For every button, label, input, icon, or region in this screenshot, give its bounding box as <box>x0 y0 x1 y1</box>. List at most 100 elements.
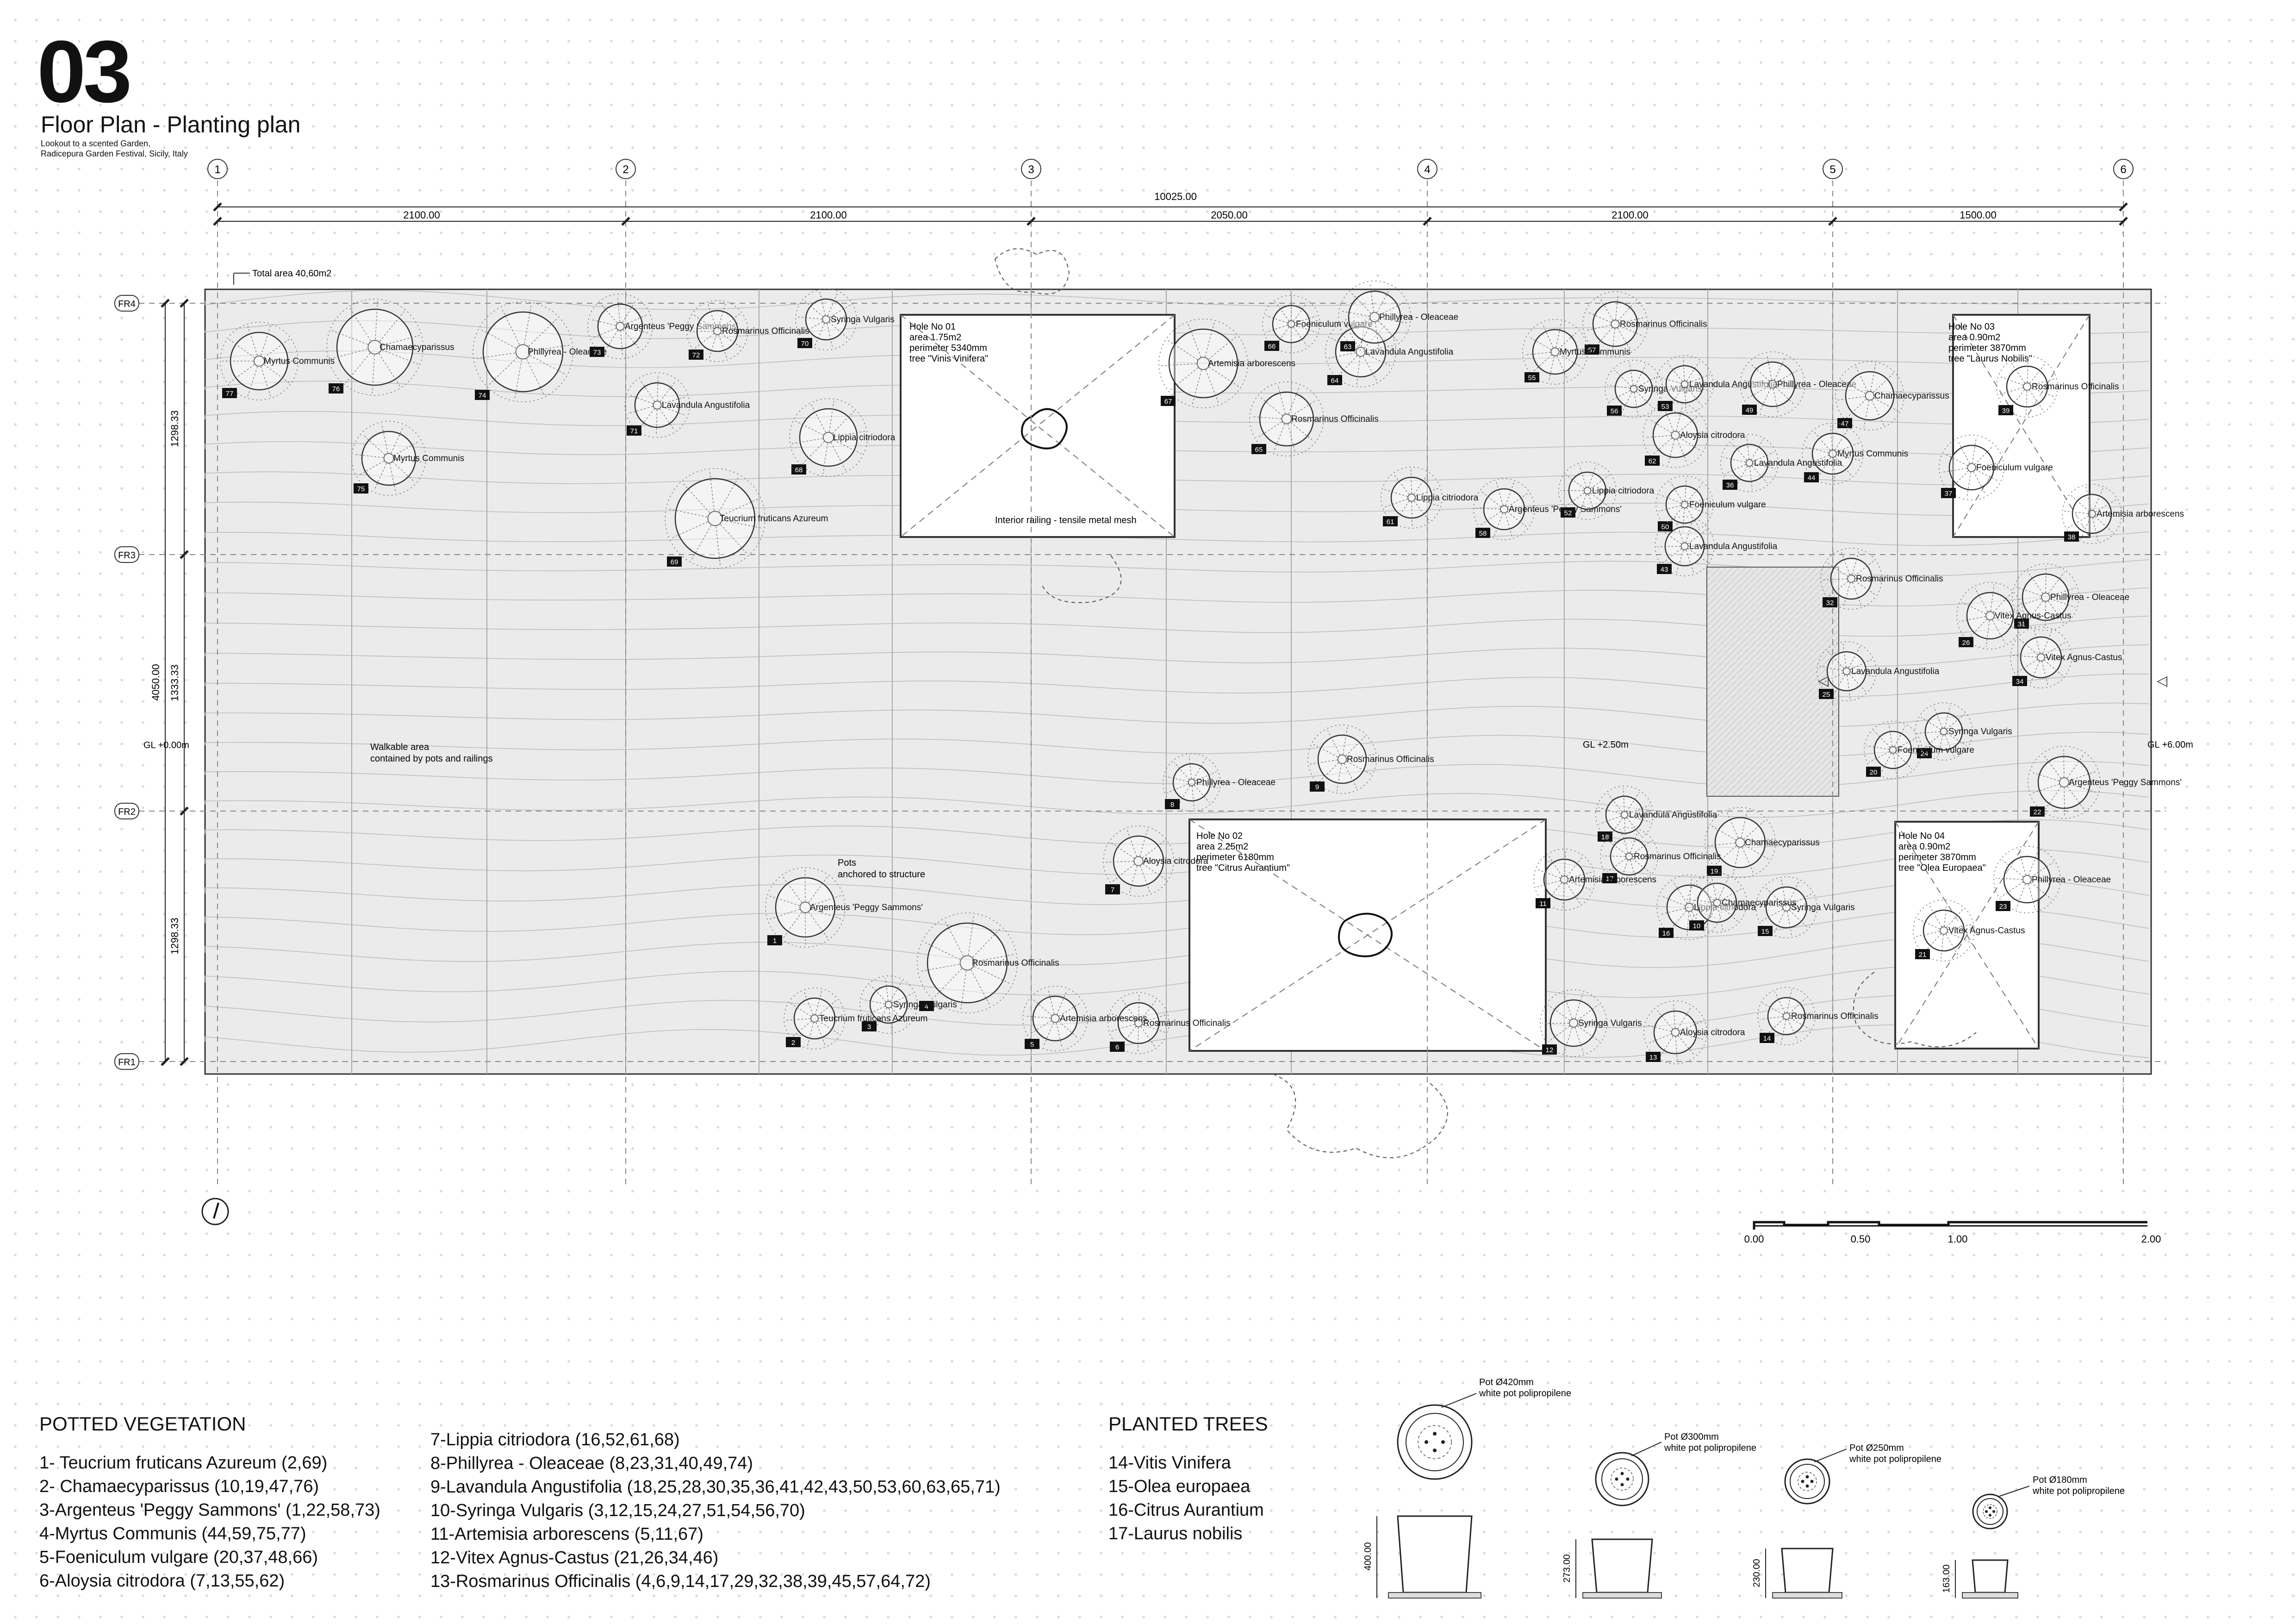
legend-item: 7-Lippia citriodora (16,52,61,68) <box>430 1430 680 1449</box>
plant-number: 49 <box>1746 406 1754 414</box>
plant-number: 6 <box>1115 1043 1119 1051</box>
potted-plant-18: 18 Lavandula Angustifolia <box>1595 786 1717 844</box>
potted-legend-col2: 7-Lippia citriodora (16,52,61,68) 8-Phil… <box>430 1428 1001 1593</box>
svg-text:Pot Ø300mm: Pot Ø300mm <box>1664 1432 1719 1442</box>
plant-number: 18 <box>1601 833 1609 841</box>
legend-item: 1- Teucrium fruticans Azureum (2,69) <box>39 1453 328 1473</box>
plant-number: 50 <box>1661 523 1669 531</box>
dim-2: 2100.00 <box>810 209 847 221</box>
plant-label: Teucrium fruticans Azureum <box>720 514 828 524</box>
sheet-title: Floor Plan - Planting plan <box>41 112 301 137</box>
plant-label: Foeniculum vulgare <box>1689 500 1766 510</box>
plant-label: Syringa Vulgaris <box>1948 727 2012 737</box>
plant-label: Artemisia arborescens <box>2097 509 2184 519</box>
row-fr3-marker: FR3 <box>114 546 139 563</box>
plant-number: 26 <box>1962 639 1970 647</box>
svg-text:perimeter 5340mm: perimeter 5340mm <box>909 343 987 353</box>
row-fr1-marker: FR1 <box>114 1053 139 1070</box>
plant-label: Syringa Vulgaris <box>893 1000 957 1010</box>
plant-label: Aloysia citrodora <box>1143 856 1208 866</box>
plant-number: 71 <box>630 427 638 435</box>
dim-total: 10025.00 <box>1154 191 1197 202</box>
legend-item: 10-Syringa Vulgaris (3,12,15,24,27,51,54… <box>430 1501 805 1520</box>
legend-item: 14-Vitis Vinifera <box>1108 1453 1231 1473</box>
hole-02 <box>1188 818 1547 1052</box>
potted-plant-16: 16Lippia citriodora <box>1656 874 1756 940</box>
plant-number: 9 <box>1315 783 1319 791</box>
svg-text:0.50: 0.50 <box>1851 1233 1871 1245</box>
plant-label: Rosmarinus Officinalis <box>722 326 809 336</box>
plant-label: Myrtus Communis <box>1837 449 1908 459</box>
walkable-label-2: contained by pots and railings <box>370 754 493 764</box>
svg-text:163.00: 163.00 <box>1941 1564 1952 1593</box>
plant-number: 8 <box>1170 801 1174 809</box>
plant-label: Lavandula Angustifolia <box>1629 810 1717 820</box>
plant-number: 65 <box>1255 446 1263 454</box>
plant-number: 44 <box>1808 474 1816 482</box>
plant-label: Syringa Vulgaris <box>831 315 895 325</box>
column-2-marker: 2 <box>616 159 636 179</box>
potted-plant-3: 3 Syringa Vulgaris <box>859 975 957 1034</box>
potted-plant-63: 63 Phillyrea - Oleaceae <box>1338 281 1458 354</box>
svg-text:273.00: 273.00 <box>1562 1554 1572 1582</box>
plant-number: 20 <box>1870 768 1878 776</box>
plant-number: 34 <box>2016 678 2024 686</box>
plant-number: 36 <box>1726 481 1734 489</box>
walkable-label-1: Walkable area <box>370 742 429 752</box>
plant-label: Lippia citriodora <box>833 433 896 443</box>
svg-text:Hole No 03: Hole No 03 <box>1948 322 1995 332</box>
plant-label: Lavandula Angustifolia <box>1754 458 1842 468</box>
planted-trees-list: 14-Vitis Vinifera 15-Olea europaea 16-Ci… <box>1108 1451 1264 1546</box>
plant-number: 1 <box>773 937 777 945</box>
svg-text:FR3: FR3 <box>118 550 136 561</box>
plant-number: 72 <box>692 351 700 359</box>
plant-number: 63 <box>1344 343 1352 351</box>
dim-5: 1500.00 <box>1960 209 1997 221</box>
potted-vegetation-title: POTTED VEGETATION <box>39 1413 246 1435</box>
legend-item: 4-Myrtus Communis (44,59,75,77) <box>39 1524 306 1543</box>
svg-text:Hole No 04: Hole No 04 <box>1898 831 1945 841</box>
railing-note: Interior railing - tensile metal mesh <box>995 515 1137 525</box>
vdim-3: 1298.33 <box>169 918 180 955</box>
plant-label: Rosmarinus Officinalis <box>1291 414 1379 424</box>
plant-label: Rosmarinus Officinalis <box>1143 1018 1231 1028</box>
plant-label: Argenteus 'Peggy Sammons' <box>625 322 738 331</box>
vitis-canopy <box>994 248 1122 603</box>
potted-legend-col1: 1- Teucrium fruticans Azureum (2,69) 2- … <box>39 1451 380 1593</box>
pot-420-detail: Pot Ø420mm white pot polipropilene 400.0… <box>1363 1377 1571 1599</box>
plant-label: Phillyrea - Oleaceae <box>1379 312 1458 322</box>
row-fr2-marker: FR2 <box>114 803 139 819</box>
sheet-number: 03 <box>37 23 132 121</box>
pots-note-2: anchored to structure <box>838 869 925 880</box>
plant-number: 56 <box>1611 407 1618 415</box>
column-1-marker: 1 <box>207 159 228 179</box>
potted-plant-36: 36 Lavandula Angustifolia <box>1720 434 1842 492</box>
potted-plant-26: 26 Vitex Agnus-Castus <box>1956 582 2071 650</box>
plant-number: 12 <box>1546 1046 1554 1054</box>
plant-number: 37 <box>1945 490 1953 498</box>
plant-label: Chamaecyparissus <box>1722 898 1797 908</box>
plant-number: 2 <box>791 1039 795 1047</box>
level-arrow-right: ◁ <box>2157 673 2167 688</box>
plant-label: Vitex Agnus-Castus <box>1995 611 2071 621</box>
plant-number: 3 <box>867 1023 871 1031</box>
